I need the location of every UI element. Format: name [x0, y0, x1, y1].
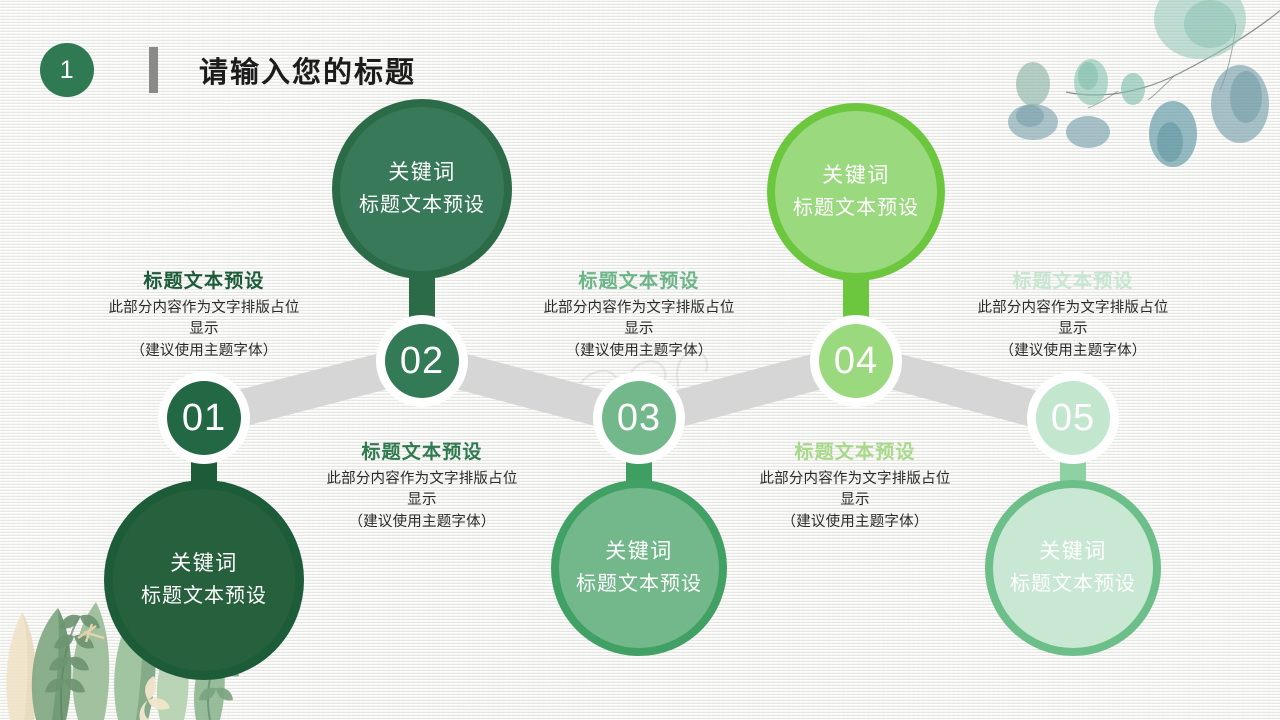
node-01-text-block: 标题文本预设 此部分内容作为文字排版占位 显示 （建议使用主题字体） [78, 266, 330, 362]
node-05-number-inner: 05 [1036, 381, 1110, 455]
node-04-number-circle[interactable]: 04 [810, 315, 902, 407]
node-03-number-circle[interactable]: 03 [593, 372, 685, 464]
node-02-keyword-line2: 标题文本预设 [359, 193, 485, 216]
node-03-number-inner: 03 [602, 381, 676, 455]
node-04-text-block: 标题文本预设 此部分内容作为文字排版占位 显示 （建议使用主题字体） [729, 437, 981, 533]
node-04-keyword-line2: 标题文本预设 [793, 196, 919, 219]
node-03-keyword-line2: 标题文本预设 [576, 572, 702, 595]
node-05-keyword-line2: 标题文本预设 [1010, 572, 1136, 595]
node-01-body-line3: （建议使用主题字体） [130, 342, 278, 359]
node-03-text-block: 标题文本预设 此部分内容作为文字排版占位 显示 （建议使用主题字体） [513, 266, 765, 362]
node-04-body-line1: 此部分内容作为文字排版占位 [759, 471, 951, 487]
page-title: 请输入您的标题 [199, 57, 417, 89]
node-05-body-line2: 显示 [1058, 321, 1088, 338]
node-02-number: 02 [399, 339, 445, 382]
node-05-keyword-line1: 关键词 [1039, 540, 1107, 564]
node-02-keyword-line1: 关键词 [388, 161, 456, 185]
node-02-body-line3: （建议使用主题字体） [348, 513, 496, 530]
step-number-badge: 1 [40, 43, 94, 97]
title-accent-bar [149, 47, 158, 93]
node-04-heading: 标题文本预设 [794, 442, 916, 463]
node-01-number: 01 [181, 396, 227, 439]
node-04-keyword-ball[interactable]: 关键词 标题文本预设 [767, 103, 945, 281]
node-02-text-block: 标题文本预设 此部分内容作为文字排版占位 显示 （建议使用主题字体） [296, 437, 548, 533]
node-01-number-inner: 01 [167, 381, 241, 455]
node-04-body-line3: （建议使用主题字体） [781, 513, 929, 530]
node-03-body-line2: 显示 [624, 321, 654, 338]
node-05-heading: 标题文本预设 [1012, 271, 1134, 292]
node-05-number: 05 [1050, 396, 1096, 439]
node-03-heading: 标题文本预设 [578, 271, 700, 292]
node-02-body-line1: 此部分内容作为文字排版占位 [326, 471, 518, 487]
node-02-heading: 标题文本预设 [361, 442, 483, 463]
node-04-number: 04 [833, 339, 879, 382]
node-01-keyword-line2: 标题文本预设 [141, 584, 267, 607]
node-01-number-circle[interactable]: 01 [158, 372, 250, 464]
node-05-body-line3: （建议使用主题字体） [999, 342, 1147, 359]
node-02-keyword-ball[interactable]: 关键词 标题文本预设 [332, 99, 512, 279]
node-03-keyword-line1: 关键词 [605, 540, 673, 564]
node-03-keyword-ball[interactable]: 关键词 标题文本预设 [551, 480, 727, 656]
node-05-number-circle[interactable]: 05 [1027, 372, 1119, 464]
node-01-body-line1: 此部分内容作为文字排版占位 [108, 300, 300, 316]
node-05-text-block: 标题文本预设 此部分内容作为文字排版占位 显示 （建议使用主题字体） [947, 266, 1199, 362]
node-03-number: 03 [616, 396, 662, 439]
node-02-number-inner: 02 [385, 324, 459, 398]
node-01-keyword-line1: 关键词 [170, 552, 238, 576]
node-04-number-inner: 04 [819, 324, 893, 398]
node-02-body-line2: 显示 [407, 492, 437, 509]
node-03-body-line1: 此部分内容作为文字排版占位 [543, 300, 735, 316]
node-03-body-line3: （建议使用主题字体） [565, 342, 713, 359]
node-05-body-line1: 此部分内容作为文字排版占位 [977, 300, 1169, 316]
node-01-keyword-ball[interactable]: 关键词 标题文本预设 [104, 480, 304, 680]
node-02-number-circle[interactable]: 02 [376, 315, 468, 407]
node-04-keyword-line1: 关键词 [822, 164, 890, 188]
node-01-body-line2: 显示 [189, 321, 219, 338]
node-05-keyword-ball[interactable]: 关键词 标题文本预设 [985, 480, 1161, 656]
node-04-body-line2: 显示 [840, 492, 870, 509]
node-01-heading: 标题文本预设 [143, 271, 265, 292]
slide-header: 1 请输入您的标题 [40, 42, 416, 98]
